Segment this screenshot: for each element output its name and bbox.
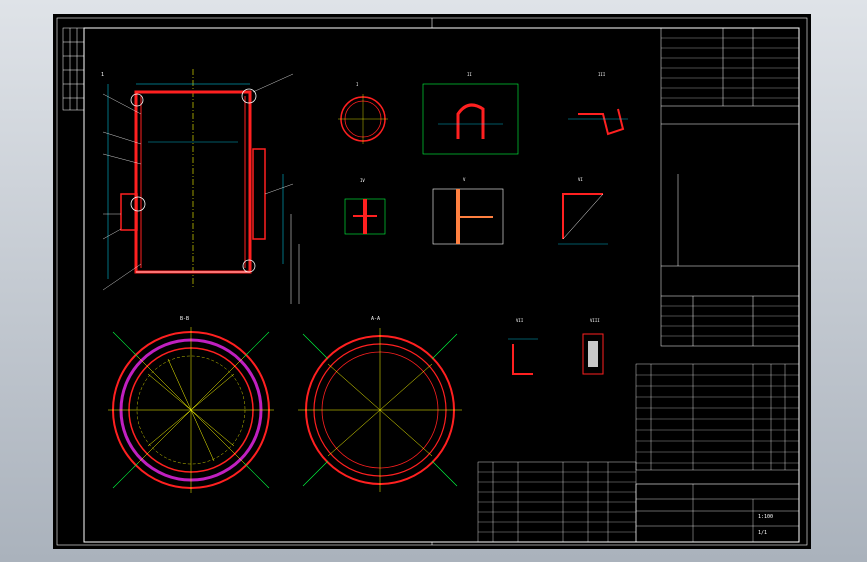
detail-1: I <box>338 82 388 144</box>
revision-strip <box>62 27 85 111</box>
notes-rows <box>661 37 799 337</box>
outer-frame <box>56 17 808 546</box>
detail-4: IV <box>344 178 386 235</box>
plan-view-b[interactable]: B-B <box>108 316 274 493</box>
detail-views[interactable]: I II III IV V <box>338 72 628 375</box>
detail-8-label: VIII <box>590 318 600 323</box>
parts-list-lower-rows <box>478 471 636 533</box>
detail-4-label: IV <box>360 178 365 183</box>
detail-5-label: V <box>463 177 466 182</box>
parts-list-rows <box>636 374 799 464</box>
section-a-label: A-A <box>371 316 380 322</box>
title-sheet: 1/1 <box>758 530 767 536</box>
cad-drawing: 1 B-B <box>56 17 808 546</box>
parts-list <box>635 363 800 471</box>
detail-2: II <box>422 72 519 155</box>
detail-6: VI <box>558 177 608 245</box>
detail-8: VIII <box>582 318 604 375</box>
detail-1-label: I <box>356 82 359 87</box>
plan-b-label: B-B <box>180 316 189 322</box>
technical-notes-table <box>660 27 800 347</box>
detail-5: V <box>432 177 504 245</box>
elevation-view[interactable]: 1 <box>101 69 300 304</box>
elevation-label: 1 <box>101 72 104 78</box>
section-view-a[interactable]: A-A <box>298 316 462 492</box>
detail-3: III <box>568 72 628 136</box>
detail-6-label: VI <box>578 177 583 182</box>
drawing-sheet[interactable]: 1 B-B <box>53 14 811 549</box>
detail-3-label: III <box>598 72 606 77</box>
detail-7-label: VII <box>516 318 524 323</box>
detail-7: VII <box>508 318 538 375</box>
title-scale: 1:100 <box>758 514 773 520</box>
title-block: 1:100 1/1 <box>635 483 800 543</box>
detail-2-label: II <box>467 72 472 77</box>
